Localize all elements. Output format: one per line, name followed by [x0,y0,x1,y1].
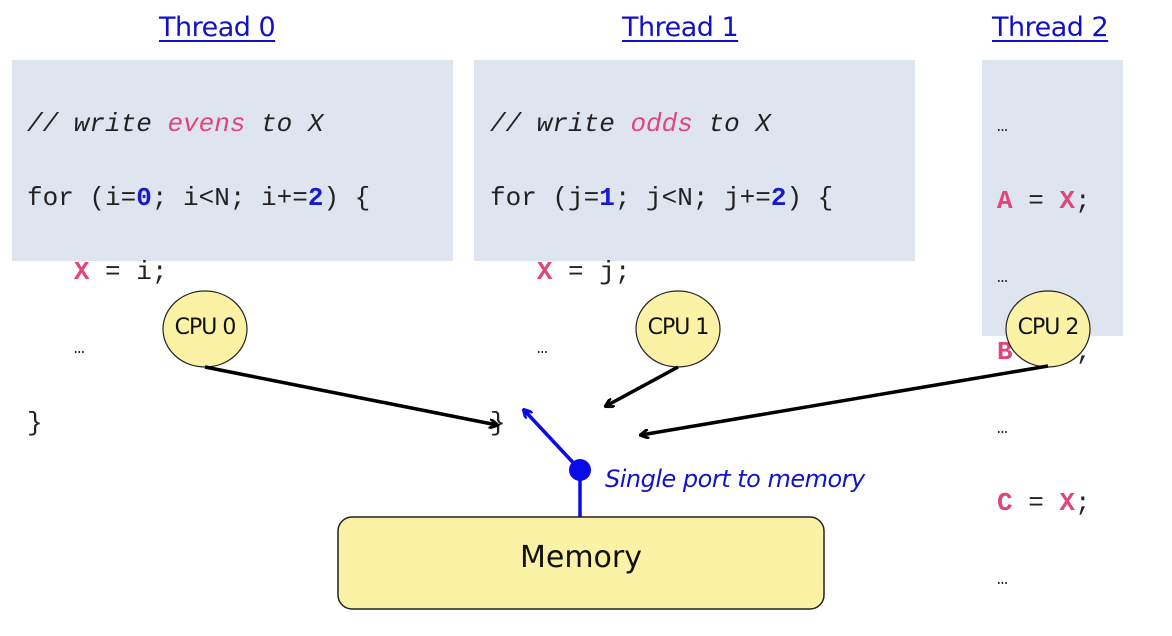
thread-0-code: // write evens to X for (i=0; i<N; i+=2)… [27,69,370,479]
code-line-comment: // write evens to X [27,106,370,143]
loop-step-value: 2 [307,183,324,213]
cpu-2-label: CPU 2 [1017,315,1080,340]
ellipsis: … [997,419,1008,439]
local-variable: C [997,488,1013,518]
shared-variable: X [536,257,553,287]
comment-text: // write [490,109,631,139]
comment-highlight: evens [167,109,246,139]
code-line-ellipsis: … [997,559,1091,599]
loop-start-value: 0 [136,183,152,213]
code-line-ellipsis: … [997,257,1091,297]
code-text: = i; [89,257,168,287]
code-line-loop: for (j=1; j<N; j+=2) { [490,180,833,217]
code-text: for (j= [490,183,600,213]
code-line-ellipsis: … [997,106,1091,146]
comment-text: to X [245,109,324,139]
thread-2-code-box [982,60,1123,336]
port-selector-arrow [524,410,582,472]
cpu-2-arrow [641,364,1049,435]
code-line-comment: // write odds to X [490,106,833,143]
cpu-1-label: CPU 1 [647,315,710,340]
ellipsis: … [997,268,1008,288]
code-text: ; [1075,488,1091,518]
local-variable: A [997,186,1013,216]
code-text: = [1012,186,1060,216]
code-text: ; i<N; i+= [151,183,308,213]
code-text: ) { [323,183,371,213]
port-label: Single port to memory [605,465,865,493]
thread-1-code-box [474,60,915,261]
loop-start-value: 1 [599,183,615,213]
cpu-1-arrow [606,365,679,406]
code-line-close: } [27,405,370,442]
code-line-ellipsis: … [490,328,833,368]
ellipsis: … [73,339,85,359]
thread-1-title: Thread 1 [622,12,739,43]
code-text: ; [1075,186,1091,216]
code-text: = j; [552,257,631,287]
shared-variable: X [73,257,90,287]
code-text: ; j<N; j+= [614,183,771,213]
thread-0-code-box [12,60,453,261]
shared-variable: X [1059,186,1076,216]
ellipsis: … [536,339,548,359]
code-text: } [27,408,43,438]
loop-step-value: 2 [770,183,787,213]
code-text: = [1012,488,1060,518]
code-text: for (i= [27,183,137,213]
thread-2-code: … A = X; … B = X; … C = X; … [997,69,1091,636]
ellipsis: … [997,117,1008,137]
thread-1-code: // write odds to X for (j=1; j<N; j+=2) … [490,69,833,479]
port-dot [569,459,591,481]
local-variable: B [997,337,1013,367]
code-line-ellipsis: … [27,328,370,368]
ellipsis: … [997,570,1008,590]
comment-text: // write [27,109,168,139]
cpu-0-arrow [204,365,497,425]
comment-text: to X [692,109,771,139]
memory-label: Memory [519,540,642,575]
code-line-body: X = i; [27,254,370,291]
code-line-read-a: A = X; [997,183,1091,220]
thread-2-title: Thread 2 [992,12,1109,43]
code-line-ellipsis: … [997,408,1091,448]
code-text: ) { [786,183,834,213]
code-line-read-c: C = X; [997,485,1091,522]
memory-box [337,516,825,610]
code-line-loop: for (i=0; i<N; i+=2) { [27,180,370,217]
cpu-0-label: CPU 0 [174,315,237,340]
code-line-body: X = j; [490,254,833,291]
shared-variable: X [1059,488,1076,518]
comment-highlight: odds [630,109,693,139]
thread-0-title: Thread 0 [159,12,276,43]
